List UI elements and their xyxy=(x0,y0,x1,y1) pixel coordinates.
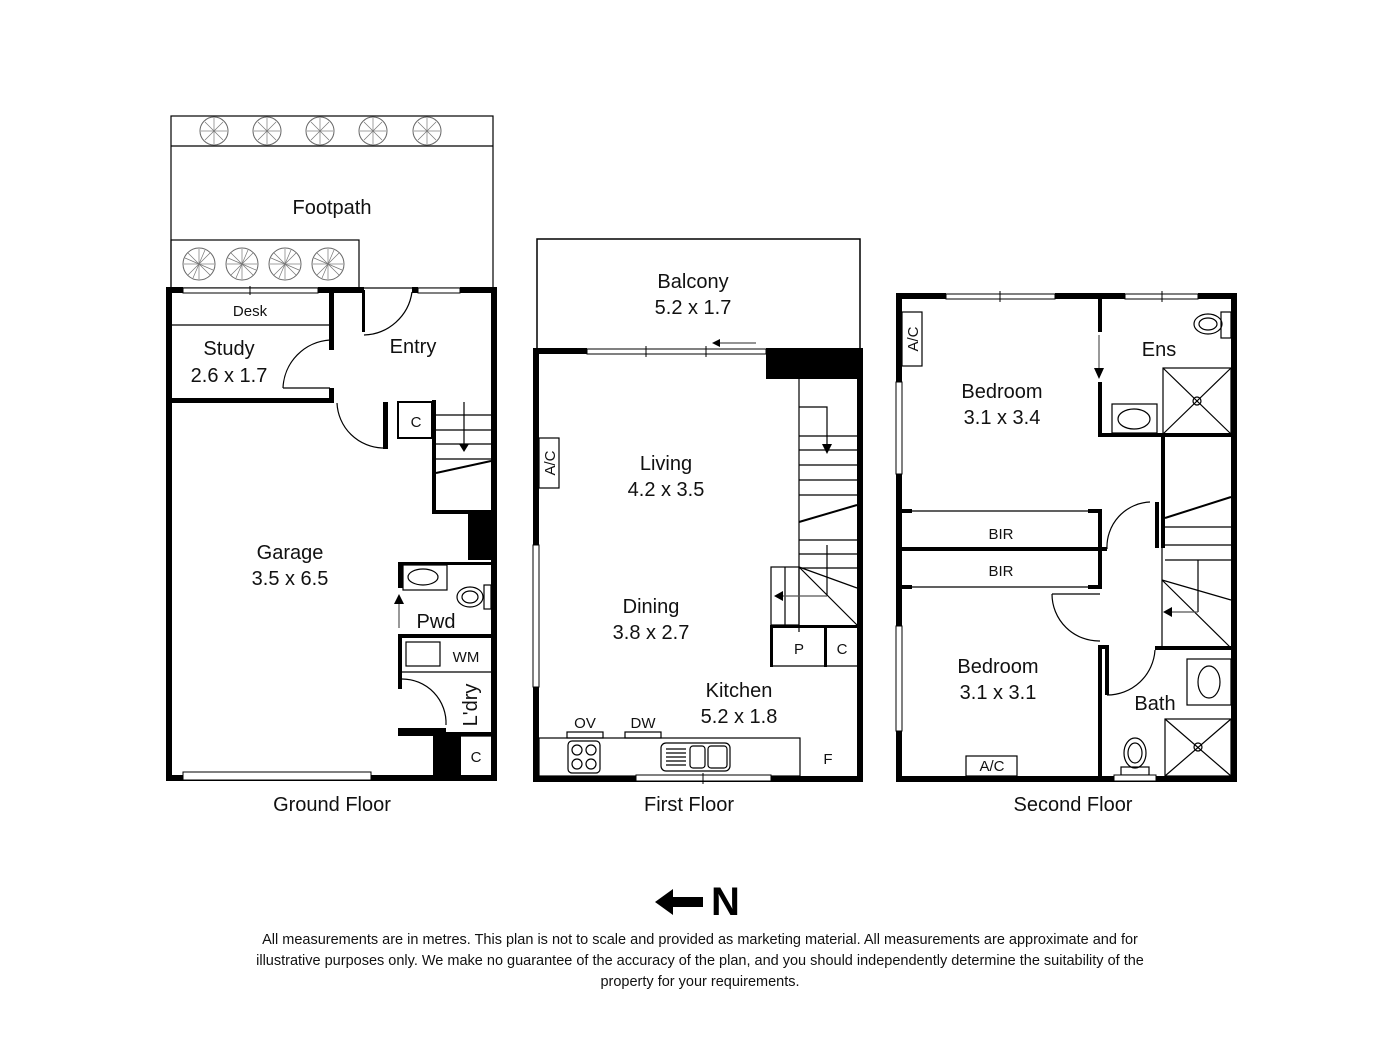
tree-icon xyxy=(252,116,282,146)
bath-label: Bath xyxy=(1134,693,1175,715)
tree-icon xyxy=(412,116,442,146)
disclaimer-text: All measurements are in metres. This pla… xyxy=(256,932,1144,990)
sliding-arrow-icon xyxy=(712,339,720,347)
garage-size: 3.5 x 6.5 xyxy=(252,568,329,590)
basin-icon xyxy=(407,568,439,586)
balcony-area xyxy=(536,238,861,352)
living-name: Living xyxy=(640,453,692,475)
cupboard-label: C xyxy=(411,414,422,431)
ac-unit xyxy=(965,755,1018,777)
tree-icon xyxy=(199,116,229,146)
shower-icon xyxy=(1164,718,1232,777)
toilet-icon xyxy=(1193,313,1223,335)
window xyxy=(895,625,903,732)
window xyxy=(417,287,461,294)
north-label: N xyxy=(711,879,740,924)
cupboard-label: C xyxy=(837,641,848,658)
stair-direction-arrow-icon xyxy=(459,444,469,452)
stair-direction-arrow-icon xyxy=(774,591,783,601)
dining-name: Dining xyxy=(623,596,680,618)
cooktop-icon xyxy=(567,740,601,774)
cupboard-label: C xyxy=(471,749,482,766)
oven-label: OV xyxy=(574,715,596,732)
washing-machine-label: WM xyxy=(453,649,480,666)
desk-label: Desk xyxy=(233,303,268,320)
powder-room-label: Pwd xyxy=(417,611,456,633)
second-floor-plan xyxy=(895,291,1237,782)
tree-icon xyxy=(305,116,335,146)
entry-name: Entry xyxy=(390,336,437,358)
north-compass: N xyxy=(655,880,740,924)
washing-machine-icon xyxy=(405,641,441,667)
stair-direction-arrow-icon xyxy=(1163,607,1172,617)
shower-icon xyxy=(1162,367,1232,435)
bir-label: BIR xyxy=(988,563,1013,580)
pantry-label: P xyxy=(794,641,804,658)
living-size: 4.2 x 3.5 xyxy=(628,479,705,501)
balcony-name: Balcony xyxy=(657,271,728,293)
window xyxy=(1113,774,1157,782)
dishwasher-label: DW xyxy=(631,715,657,732)
kitchen-size: 5.2 x 1.8 xyxy=(701,706,778,728)
ground-floor-title: Ground Floor xyxy=(273,794,391,816)
stair-direction-arrow-icon xyxy=(822,444,832,454)
tree-icon xyxy=(182,247,216,281)
first-floor-plan xyxy=(532,238,863,784)
footpath-label: Footpath xyxy=(293,197,372,219)
ensuite-label: Ens xyxy=(1142,339,1176,361)
bir-label: BIR xyxy=(988,526,1013,543)
study-size: 2.6 x 1.7 xyxy=(191,365,268,387)
basin-icon xyxy=(1117,408,1151,430)
left-arrow-icon xyxy=(655,889,703,915)
sliding-door-arrow-icon xyxy=(394,594,404,604)
window xyxy=(895,381,903,475)
ac-label: A/C xyxy=(979,758,1004,775)
tree-icon xyxy=(225,247,259,281)
tree-icon xyxy=(311,247,345,281)
ac-unit xyxy=(538,437,560,489)
ac-label: A/C xyxy=(542,450,559,475)
bedroom-2-name: Bedroom xyxy=(957,656,1038,678)
window xyxy=(532,544,540,688)
toilet-icon xyxy=(1123,737,1147,769)
tree-icon xyxy=(358,116,388,146)
study-name: Study xyxy=(203,338,254,360)
laundry-label: L'dry xyxy=(460,684,482,727)
bedroom-1-size: 3.1 x 3.4 xyxy=(964,407,1041,429)
ground-floor-plan xyxy=(166,115,497,781)
second-floor-title: Second Floor xyxy=(1014,794,1133,816)
ac-unit xyxy=(901,311,923,367)
sliding-door-arrow-icon xyxy=(1094,368,1104,379)
toilet-icon xyxy=(456,586,484,608)
bedroom-2-size: 3.1 x 3.1 xyxy=(960,682,1037,704)
balcony-size: 5.2 x 1.7 xyxy=(655,297,732,319)
bedroom-1-name: Bedroom xyxy=(961,381,1042,403)
fridge-label: F xyxy=(823,751,832,768)
garage-door xyxy=(182,771,372,781)
ac-label: A/C xyxy=(905,326,922,351)
garage-name: Garage xyxy=(257,542,324,564)
kitchen-name: Kitchen xyxy=(706,680,773,702)
sink-icon xyxy=(660,742,731,772)
sliding-door xyxy=(586,348,767,355)
first-floor-title: First Floor xyxy=(644,794,734,816)
dining-size: 3.8 x 2.7 xyxy=(613,622,690,644)
basin-icon xyxy=(1197,665,1221,699)
tree-icon xyxy=(268,247,302,281)
